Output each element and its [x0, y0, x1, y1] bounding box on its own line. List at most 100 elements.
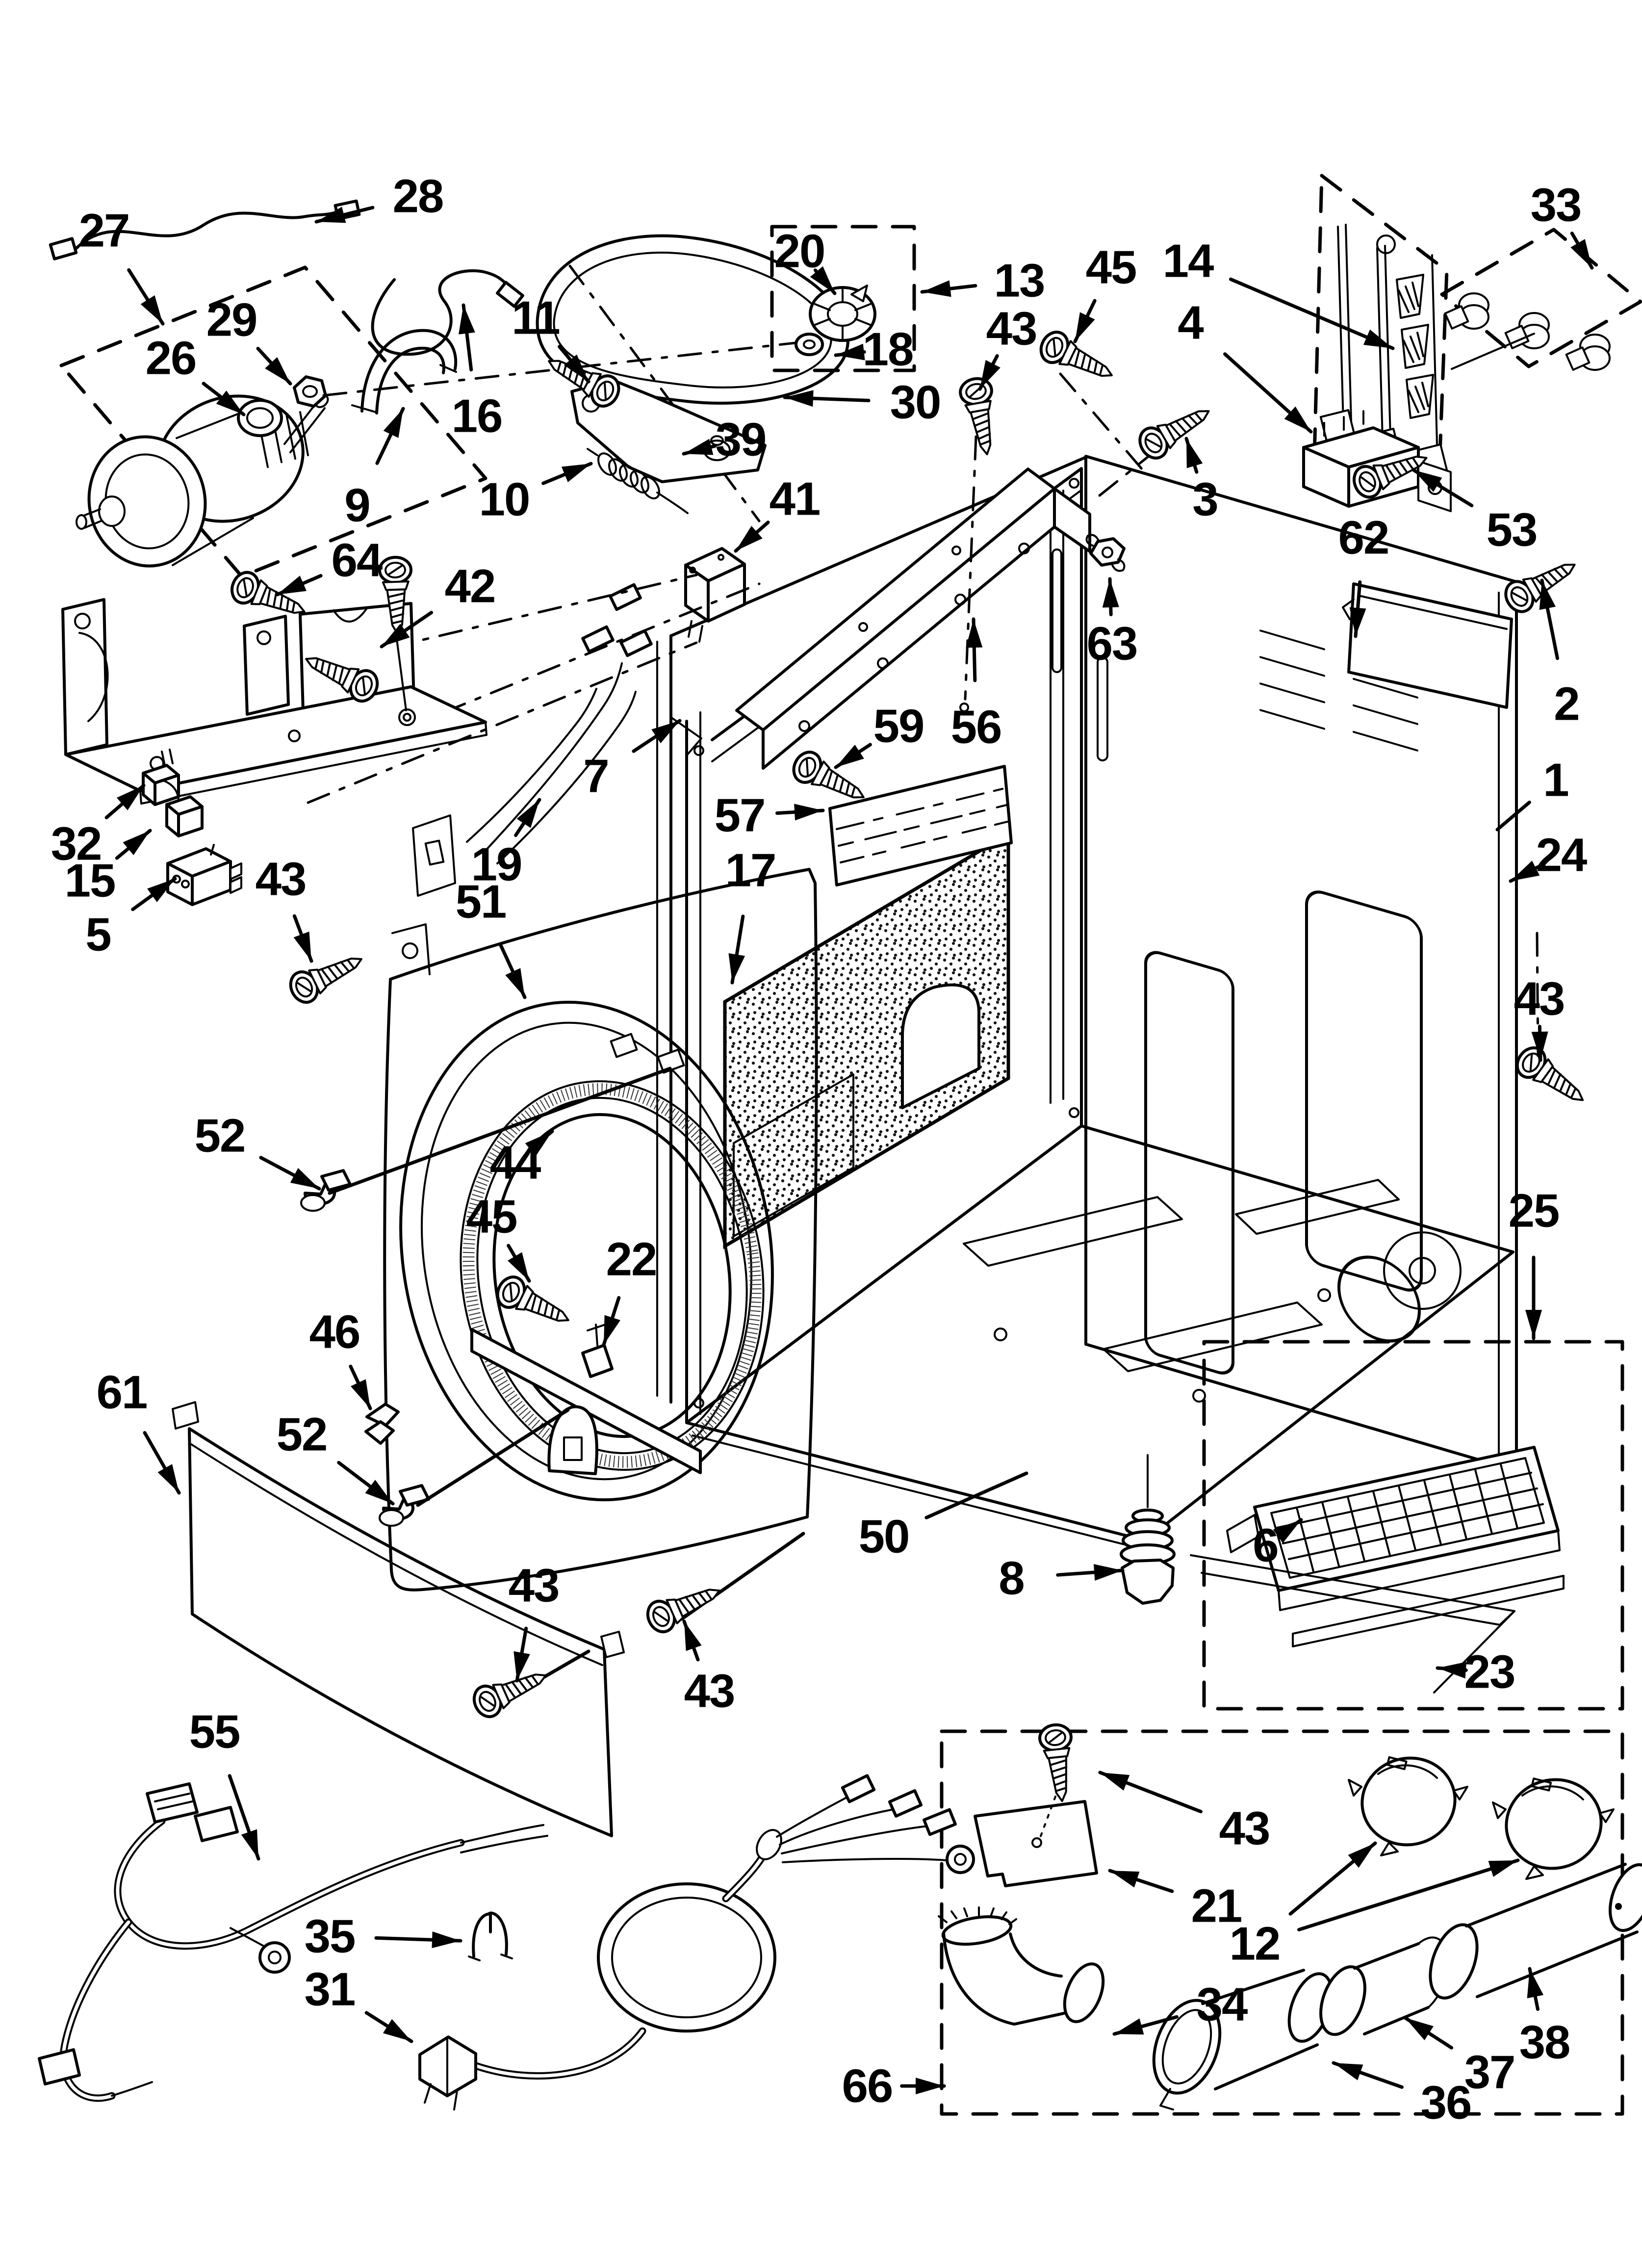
callout-43-49: 43 — [682, 1619, 735, 1718]
part-number-41: 41 — [770, 473, 820, 525]
part-number-34: 34 — [1197, 1979, 1248, 2031]
part-number-21: 21 — [1191, 1880, 1242, 1932]
part-number-52: 52 — [277, 1408, 327, 1461]
callout-19-39: 19 — [471, 798, 541, 891]
vent-kit-box-66 — [940, 1729, 1624, 2116]
base-pan-channels — [963, 1179, 1462, 1403]
part-number-59: 59 — [873, 700, 924, 753]
leader-line — [1411, 468, 1474, 508]
washer-18 — [795, 333, 824, 356]
nut-29 — [293, 375, 327, 408]
callout-53-22: 53 — [1411, 468, 1538, 556]
part-number-32: 32 — [51, 818, 102, 870]
callout-5-37: 5 — [85, 877, 177, 961]
part-number-56: 56 — [951, 701, 1001, 754]
front-panel-assembly-51 — [300, 868, 818, 1591]
part-number-53: 53 — [1487, 504, 1537, 556]
callout-66-55: 66 — [842, 2060, 946, 2112]
part-number-23: 23 — [1464, 1646, 1515, 1698]
callout-17-29: 17 — [725, 844, 776, 985]
part-number-14: 14 — [1163, 235, 1214, 287]
pulley-box-13 — [770, 225, 916, 372]
callout-28-1: 28 — [314, 170, 444, 224]
heater-coils — [1396, 274, 1434, 419]
callout-2-25: 2 — [1539, 578, 1580, 730]
door-seal-44 — [462, 1083, 762, 1468]
part-number-13: 13 — [994, 255, 1045, 307]
leader-line — [1509, 860, 1540, 883]
vent-kit-66 — [938, 1756, 1642, 2111]
leader-line — [1539, 578, 1560, 660]
lint-screen-17 — [723, 831, 1010, 1250]
wire-harness-19 — [466, 583, 653, 864]
leader-line — [1288, 1841, 1377, 1916]
part-number-45: 45 — [466, 1191, 517, 1243]
leader-line — [127, 268, 165, 326]
callout-42-9: 42 — [380, 560, 496, 649]
leader-line — [349, 1364, 372, 1410]
callout-18-11: 18 — [834, 323, 914, 376]
leader-line — [1495, 800, 1531, 832]
part-number-57: 57 — [715, 789, 765, 842]
wire-16 — [371, 269, 512, 356]
door-catch-22 — [581, 1323, 614, 1378]
switch-5 — [166, 814, 456, 906]
leader-line — [498, 942, 527, 999]
leader-line — [541, 462, 593, 485]
leader-line — [292, 914, 313, 963]
leader-line — [375, 407, 405, 465]
part-number-22: 22 — [606, 1233, 657, 1286]
exhaust-grille-6 — [1226, 1446, 1565, 1647]
callout-44-42: 44 — [490, 1129, 554, 1189]
part-number-43: 43 — [986, 303, 1037, 355]
idler-pulley-20 — [809, 285, 876, 342]
leader-line — [734, 521, 770, 553]
leader-line — [1273, 1518, 1303, 1543]
part-number-61: 61 — [97, 1366, 147, 1419]
part-number-33: 33 — [1531, 179, 1581, 232]
leader-line — [1436, 1662, 1468, 1679]
part-number-12: 12 — [1230, 1918, 1280, 1970]
callout-61-46: 61 — [97, 1366, 181, 1495]
callout-1-31: 1 — [1495, 754, 1569, 832]
callout-50-53: 50 — [859, 1471, 1028, 1563]
grommet-26 — [237, 399, 283, 437]
terminal-block-4 — [1059, 372, 1452, 512]
vent-cap-12-b — [1492, 1777, 1615, 1880]
leader-line — [1229, 277, 1395, 350]
leader-line — [202, 382, 246, 417]
leader-line — [1098, 1771, 1203, 1814]
part-number-24: 24 — [1536, 829, 1587, 882]
callout-8-54: 8 — [999, 1552, 1125, 1605]
heater-box-14 — [1312, 174, 1449, 469]
leader-line — [143, 1431, 181, 1495]
plug — [418, 2035, 477, 2111]
duct-arch-cutout — [901, 983, 980, 1109]
callout-45-17: 45 — [1073, 241, 1137, 343]
part-number-6: 6 — [1253, 1519, 1278, 1572]
callout-7-30: 7 — [583, 719, 682, 803]
part-number-43: 43 — [256, 853, 306, 906]
callout-56-27: 56 — [951, 617, 1002, 754]
cover-plate-21 — [974, 1796, 1098, 1887]
leader-line — [966, 617, 983, 682]
part-number-43: 43 — [684, 1665, 735, 1718]
back-panel-embossing — [1144, 629, 1423, 1375]
part-number-2: 2 — [1554, 678, 1579, 730]
callout-11-5: 11 — [512, 292, 590, 384]
leader-line — [1570, 232, 1594, 270]
idler-arm-39 — [570, 379, 767, 483]
part-number-18: 18 — [863, 323, 913, 376]
leader-line — [525, 1129, 554, 1156]
part-number-11: 11 — [512, 292, 559, 344]
part-number-45: 45 — [1086, 241, 1136, 294]
duct-38 — [1429, 1863, 1642, 2000]
part-number-36: 36 — [1421, 2077, 1471, 2129]
part-number-30: 30 — [890, 376, 941, 429]
part-number-10: 10 — [479, 473, 530, 526]
leader-line — [1223, 352, 1313, 434]
part-number-19: 19 — [471, 838, 522, 891]
callout-46-45: 46 — [309, 1306, 372, 1410]
leader-line — [1102, 577, 1119, 617]
